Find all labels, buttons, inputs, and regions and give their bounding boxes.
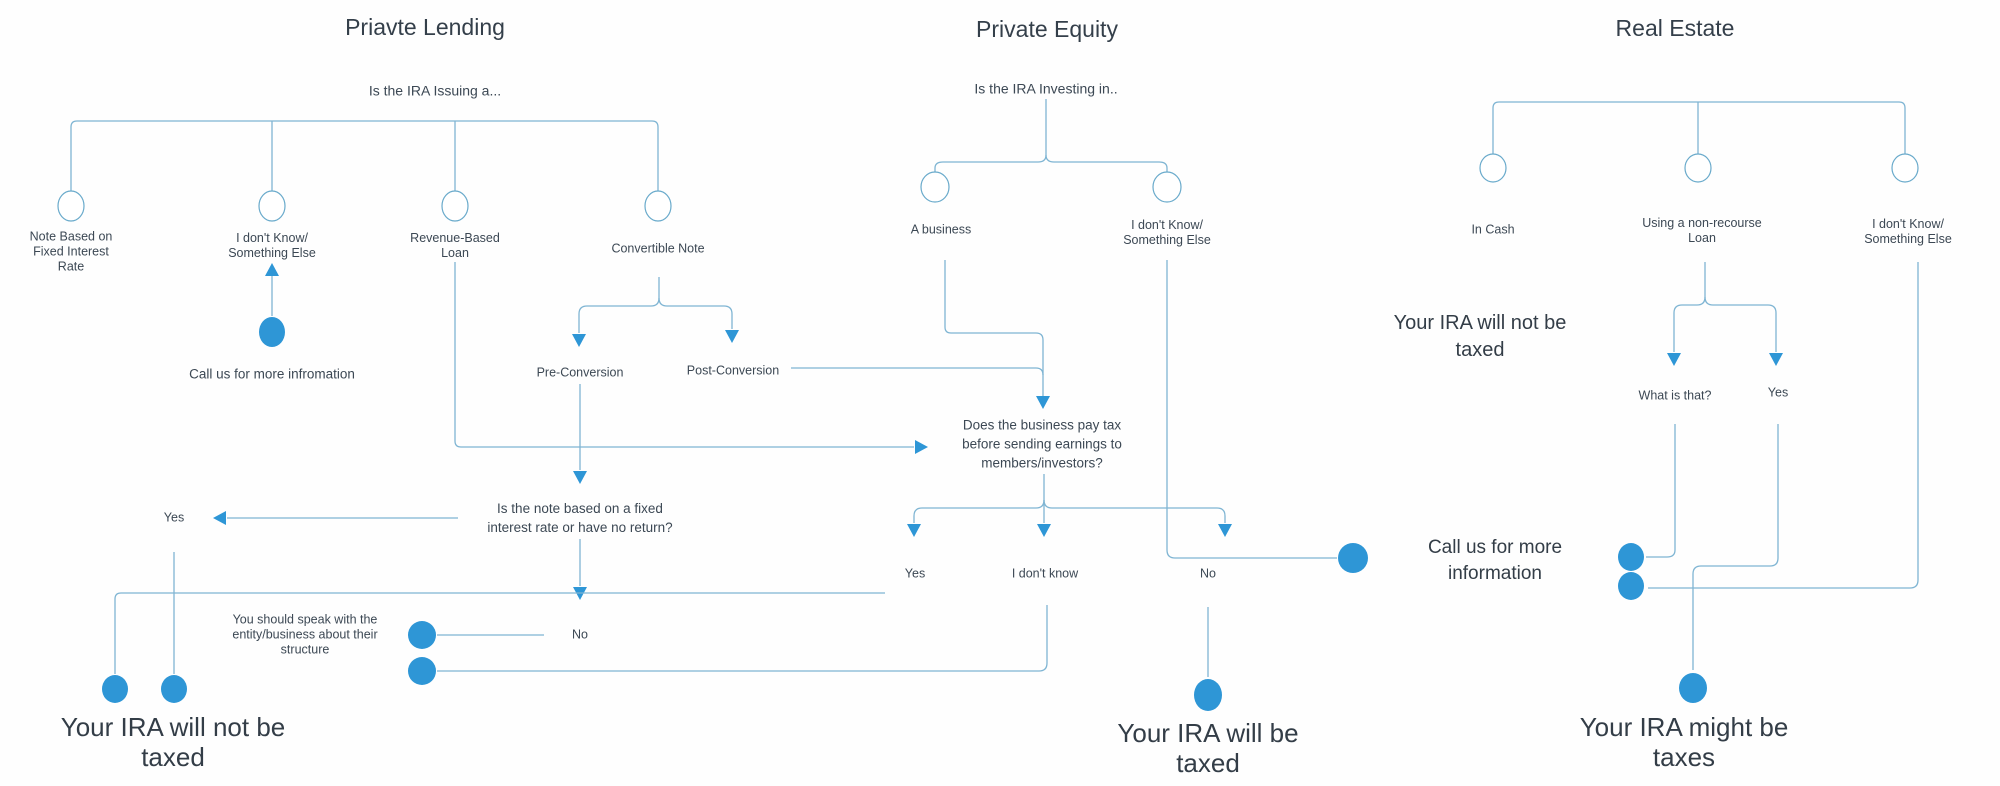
option-circle (644, 190, 672, 222)
connector (1704, 296, 1777, 352)
connector (1043, 499, 1226, 523)
text-call-us-re: Call us for more information (1427, 537, 1563, 584)
connector (658, 297, 733, 329)
connector (1648, 262, 1919, 589)
connector (1692, 424, 1779, 670)
option-note-based-fixed-rate: Note Based on Fixed Interest Rate (29, 229, 113, 274)
connector (1166, 260, 1337, 559)
arrow-down-icon (572, 334, 586, 347)
endpoint-dot (1679, 673, 1707, 703)
outcome-not-taxed-pl: Your IRA will not be taxed (60, 712, 286, 772)
question-business-pay-tax: Does the business pay tax before sending… (962, 417, 1122, 471)
connectors-real-estate (1479, 101, 1919, 703)
arrow-down-icon (1769, 353, 1783, 366)
answer-dont-know-pe: I don't know (1011, 566, 1079, 581)
question-ira-issuing: Is the IRA Issuing a... (368, 82, 502, 99)
endpoint-dot (1194, 679, 1222, 711)
endpoint-dot (408, 657, 436, 685)
connector (578, 277, 660, 333)
question-note-fixed-rate: Is the note based on a fixed interest ra… (487, 501, 673, 535)
outcome-might-be-taxes-re: Your IRA might be taxes (1579, 712, 1789, 772)
arrow-down-icon (907, 524, 921, 537)
option-dont-know-pl: I don't Know/ Something Else (228, 231, 316, 260)
arrow-down-icon (1218, 524, 1232, 537)
arrow-down-icon (1037, 524, 1051, 537)
connectors-private-lending (57, 120, 928, 703)
branch-line (70, 120, 659, 191)
branch-line (934, 154, 1047, 172)
answer-yes-pe: Yes (904, 566, 926, 581)
endpoint-dot (102, 675, 128, 703)
endpoint-dot (408, 621, 436, 649)
option-non-recourse-loan: Using a non-recourse Loan (1642, 216, 1762, 245)
arrow-right-icon (915, 440, 928, 454)
connector (437, 605, 1048, 672)
arrow-down-icon (1036, 396, 1050, 409)
question-ira-investing: Is the IRA Investing in.. (974, 80, 1118, 97)
text-speak-with-entity: You should speak with the entity/busines… (232, 612, 378, 657)
section-title-real-estate: Real Estate (1615, 15, 1735, 41)
branch-line (1045, 154, 1168, 172)
section-title-private-lending: Priavte Lending (345, 14, 505, 40)
branch-line (1492, 101, 1906, 154)
arrow-down-icon (573, 471, 587, 484)
option-a-business: A business (910, 222, 972, 237)
option-in-cash: In Cash (1471, 222, 1515, 237)
arrow-down-icon (725, 330, 739, 343)
answer-no-pl: No (572, 627, 588, 642)
connector (913, 499, 1045, 523)
connector (944, 260, 1044, 396)
endpoint-dot (259, 317, 285, 347)
text-call-us-pl: Call us for more infromation (189, 366, 355, 382)
endpoint-dot (1338, 543, 1368, 573)
option-revenue-based-loan: Revenue-Based Loan (410, 231, 500, 260)
endpoint-dot (161, 675, 187, 703)
option-circle (1152, 171, 1182, 203)
option-circle (1891, 153, 1919, 183)
connector (454, 262, 914, 448)
connectors-private-equity (437, 99, 1368, 711)
answer-yes-re: Yes (1767, 385, 1789, 400)
endpoint-dot (1618, 543, 1644, 571)
label-pre-conversion: Pre-Conversion (536, 365, 624, 380)
option-circle (441, 190, 469, 222)
option-circle (1684, 153, 1712, 183)
option-circle (920, 171, 950, 203)
outcome-not-taxed-re: Your IRA will not be taxed (1393, 312, 1567, 361)
connector (1673, 296, 1706, 352)
label-post-conversion: Post-Conversion (686, 363, 780, 378)
arrow-left-icon (213, 511, 226, 525)
section-title-private-equity: Private Equity (976, 16, 1118, 42)
connector (791, 367, 1044, 376)
option-circle (1479, 153, 1507, 183)
option-dont-know-pe: I don't Know/ Something Else (1123, 218, 1211, 247)
answer-what-is-that: What is that? (1638, 388, 1712, 403)
answer-yes-pl: Yes (163, 510, 185, 525)
outcome-taxed-pe: Your IRA will be taxed (1117, 718, 1299, 778)
endpoint-dot (1618, 572, 1644, 600)
option-circle (258, 190, 286, 222)
connector (1646, 424, 1676, 558)
option-convertible-note: Convertible Note (611, 241, 705, 256)
connector (114, 592, 885, 674)
arrow-down-icon (1667, 353, 1681, 366)
option-dont-know-re: I don't Know/ Something Else (1864, 217, 1952, 246)
answer-no-pe: No (1200, 566, 1216, 581)
option-circle (57, 190, 85, 222)
arrow-up-icon (265, 263, 279, 276)
